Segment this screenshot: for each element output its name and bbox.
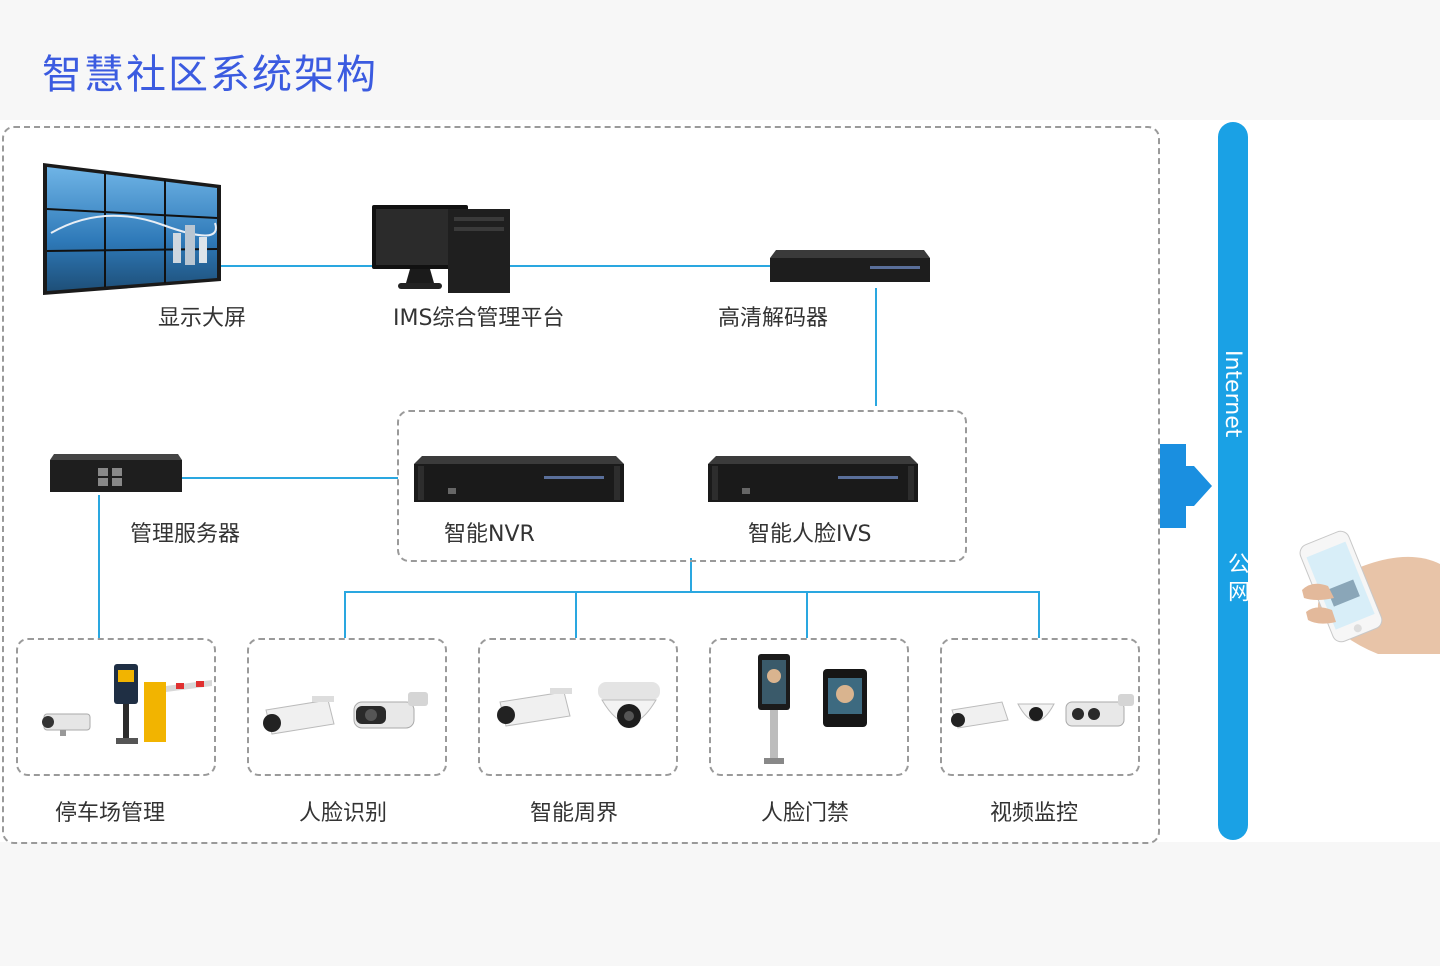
link-drop-face xyxy=(344,591,346,638)
subsystem-label-parking: 停车场管理 xyxy=(55,801,166,826)
mgmt-server-label: 管理服务器 xyxy=(130,522,241,547)
display-wall-image xyxy=(43,163,221,295)
ivs-label: 智能人脸IVS xyxy=(748,522,872,547)
face-access-panel-image xyxy=(822,668,868,732)
internet-bar xyxy=(1218,122,1248,840)
subsystem-box-video xyxy=(940,638,1140,776)
video-ir-camera-image xyxy=(1064,692,1136,736)
link-drop-perimeter xyxy=(575,591,577,638)
analytics-frame xyxy=(397,410,967,562)
link-server-parking xyxy=(98,495,100,638)
subsystem-label-video: 视频监控 xyxy=(990,801,1079,826)
ivs-image xyxy=(708,456,918,504)
nvr-label: 智能NVR xyxy=(444,522,535,547)
subsystem-box-face-recognition xyxy=(247,638,447,776)
page-title: 智慧社区系统架构 xyxy=(42,52,378,98)
decoder-image xyxy=(770,248,930,284)
uplink-arrow xyxy=(1160,444,1214,532)
parking-barrier-image xyxy=(108,662,214,750)
decoder-label: 高清解码器 xyxy=(718,306,829,331)
mgmt-server-image xyxy=(50,452,182,494)
subsystem-box-face-access xyxy=(709,638,909,776)
video-bullet-camera-image xyxy=(948,698,1012,740)
mobile-phone-image xyxy=(1298,528,1440,658)
nvr-image xyxy=(414,456,624,504)
ir-camera-image xyxy=(352,690,430,742)
ims-label: IMS综合管理平台 xyxy=(393,306,565,331)
link-drop-video xyxy=(1038,591,1040,638)
ims-computer-image xyxy=(370,203,512,295)
link-ims-decoder xyxy=(510,265,772,267)
internet-label: Internet xyxy=(1220,350,1245,438)
link-bus xyxy=(344,591,1040,593)
subsystem-label-face-recognition: 人脸识别 xyxy=(299,801,388,826)
parking-camera-image xyxy=(38,710,92,740)
video-dome-camera-image xyxy=(1016,698,1056,738)
dome-camera-image xyxy=(596,680,662,746)
link-server-nvr xyxy=(180,477,398,479)
system-frame xyxy=(2,126,1160,844)
link-drop-access xyxy=(806,591,808,638)
display-wall-label: 显示大屏 xyxy=(158,306,247,331)
perimeter-bullet-camera-image xyxy=(496,688,576,738)
subsystem-label-perimeter: 智能周界 xyxy=(530,801,619,826)
link-wall-ims xyxy=(220,265,380,267)
public-network-label: 公网 xyxy=(1224,552,1249,608)
subsystem-box-perimeter xyxy=(478,638,678,776)
bullet-camera-image xyxy=(262,696,338,746)
subsystem-box-parking xyxy=(16,638,216,776)
face-access-gate-image xyxy=(754,652,794,768)
subsystem-label-face-access: 人脸门禁 xyxy=(761,801,850,826)
link-decoder-down xyxy=(875,288,877,406)
link-nvr-down xyxy=(690,558,692,592)
